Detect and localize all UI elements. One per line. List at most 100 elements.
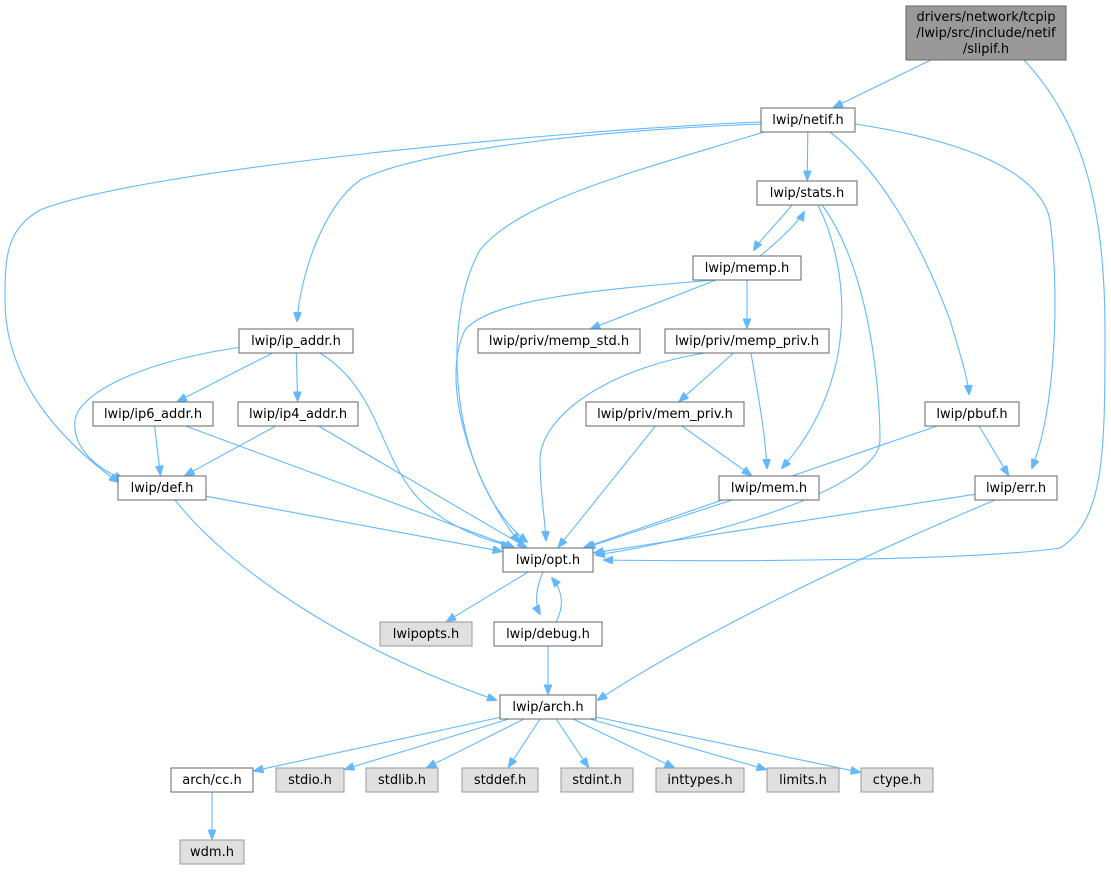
edge-path [345,718,510,769]
edge-path [807,131,808,180]
node-ip6_addr[interactable]: lwip/ip6_addr.h [92,401,214,427]
edge-arch-stdio [345,718,510,769]
edge-path [591,279,717,329]
edge-memp-stats [759,212,804,257]
node-label: stdio.h [288,773,332,788]
edge-netif-ip_addr [297,123,763,321]
edge-opt-lwipopts [447,571,529,621]
edge-path [455,279,716,542]
edge-ip_addr-ip6_addr [178,352,273,401]
edge-memp_priv-mem_priv [680,352,734,401]
node-label: lwip/priv/mem_priv.h [597,407,733,422]
edge-arch-inttypes [572,718,674,767]
edge-ip_addr-def [74,346,243,479]
node-ip_addr[interactable]: lwip/ip_addr.h [238,328,354,354]
edge-stats-memp [754,204,793,250]
node-mem_priv[interactable]: lwip/priv/mem_priv.h [585,401,745,427]
edge-mem_priv-opt [559,425,656,547]
edge-path [595,716,860,772]
node-mem[interactable]: lwip/mem.h [718,475,820,501]
edge-slipif-netif [834,59,932,107]
node-arch[interactable]: lwip/arch.h [499,694,597,720]
node-box [237,401,359,427]
node-debug[interactable]: lwip/debug.h [493,621,603,647]
node-ctype: ctype.h [860,767,934,793]
edge-opt-debug [537,571,544,614]
node-memp[interactable]: lwip/memp.h [692,255,802,281]
node-ip4_addr[interactable]: lwip/ip4_addr.h [237,401,359,427]
edge-mem_priv-mem [681,425,751,475]
edge-netif-stats [807,131,808,180]
edge-path [174,499,496,700]
edge-netif-err [854,123,1056,468]
edge-ip6_addr-opt [185,425,515,548]
node-err[interactable]: lwip/err.h [974,475,1058,501]
edge-path [318,425,527,547]
node-label: lwip/debug.h [506,627,590,642]
edge-path [185,425,515,548]
node-box [493,621,603,647]
node-memp_priv[interactable]: lwip/priv/memp_priv.h [664,328,830,354]
node-box [756,180,858,206]
edge-memp-opt [455,279,716,542]
node-box [560,767,634,793]
nodes: drivers/network/tcpip/lwip/src/include/n… [92,5,1067,865]
edge-path [854,123,1056,468]
edge-path [319,352,510,545]
node-label: lwip/opt.h [516,553,580,568]
node-stats[interactable]: lwip/stats.h [756,180,858,206]
edge-path [297,123,763,321]
node-netif[interactable]: lwip/netif.h [760,107,856,133]
node-label: lwip/priv/memp_priv.h [675,334,819,349]
node-box [692,255,802,281]
edge-arch-stddef [509,718,541,767]
node-label: /lwip/src/include/netif [916,26,1056,41]
edge-path [178,352,273,401]
edge-path [539,352,706,540]
edge-memp_priv-opt [539,352,706,540]
edge-path [834,59,932,107]
node-box [502,547,594,573]
node-opt[interactable]: lwip/opt.h [502,547,594,573]
edge-debug-opt [552,578,562,623]
edge-err-arch [598,499,996,700]
node-box [117,475,207,501]
node-label: lwip/stats.h [770,186,845,201]
node-box [238,328,354,354]
edge-path [782,204,843,468]
edge-ip_addr-opt [319,352,510,545]
node-label: stdint.h [572,773,621,788]
edge-path [205,495,502,551]
edge-ip4_addr-def [185,425,277,475]
node-pbuf[interactable]: lwip/pbuf.h [924,401,1020,427]
node-box [718,475,820,501]
node-label: lwip/ip6_addr.h [104,407,202,422]
edge-ip6_addr-def [153,425,161,475]
edge-path [680,352,734,401]
node-stdio: stdio.h [275,767,345,793]
node-stddef: stddef.h [461,767,539,793]
node-inttypes: inttypes.h [655,767,745,793]
edge-ip4_addr-opt [318,425,527,547]
edge-arch-stdlib [427,718,525,767]
edges [4,59,1106,839]
node-def[interactable]: lwip/def.h [117,475,207,501]
edge-path [681,425,751,475]
node-box [92,401,214,427]
node-box [365,767,439,793]
edge-path [596,204,881,555]
edge-path [4,121,762,482]
edge-path [153,425,161,475]
edge-memp-memp_std [591,279,717,329]
node-memp_std[interactable]: lwip/priv/memp_std.h [477,328,641,354]
node-label: stdlib.h [378,773,426,788]
node-slipif[interactable]: drivers/network/tcpip/lwip/src/include/n… [905,5,1067,61]
node-label: /slipif.h [963,42,1009,57]
node-box [974,475,1058,501]
node-limits: limits.h [766,767,840,793]
node-label: lwip/mem.h [731,481,807,496]
edge-path [427,718,525,767]
node-label: lwip/memp.h [705,261,789,276]
node-box [664,328,830,354]
node-cc[interactable]: arch/cc.h [170,767,254,793]
